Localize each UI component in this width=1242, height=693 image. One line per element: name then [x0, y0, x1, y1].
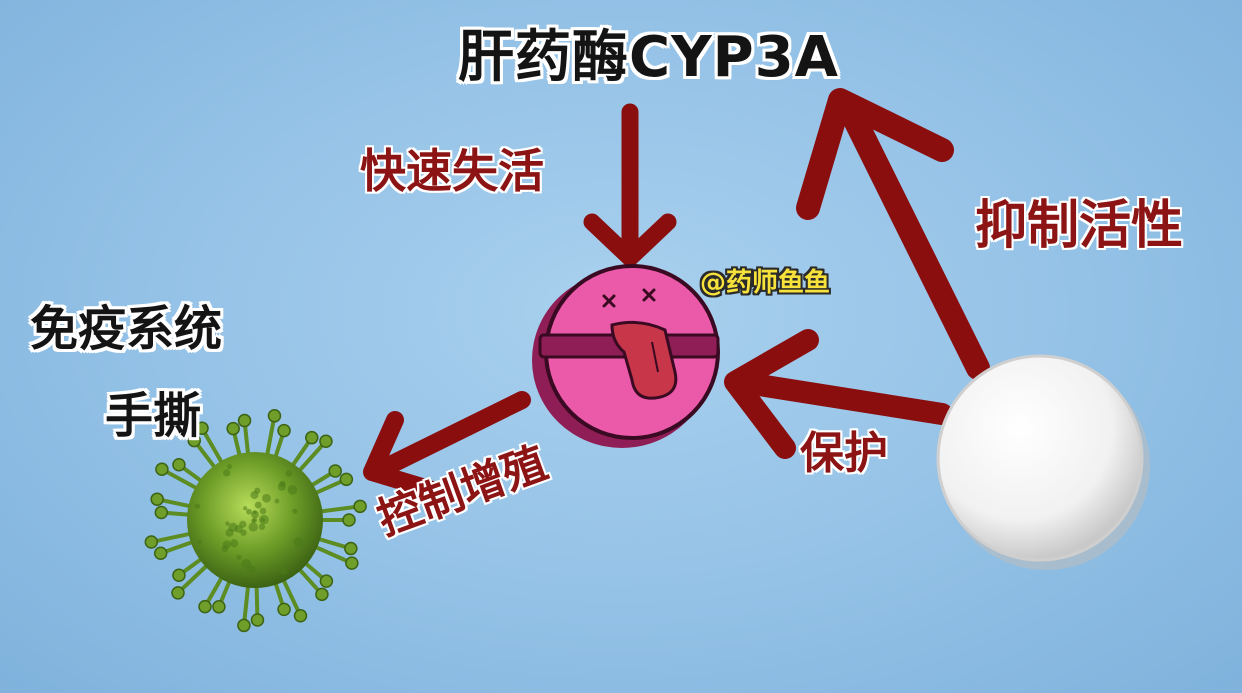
- virus-texture-dot: [252, 518, 257, 523]
- arrow-sphere-to-enzyme: [808, 100, 978, 368]
- virus-spike-tip: [329, 465, 341, 477]
- virus-texture-dot: [262, 494, 271, 503]
- pink-pill-character-icon: [532, 266, 718, 448]
- virus-spike-tip: [346, 557, 358, 569]
- enzyme-label: 肝药酶CYP3A: [458, 30, 839, 86]
- virus-texture-dot: [247, 565, 256, 574]
- virus-texture-dot: [239, 521, 246, 528]
- virus-spike-tip: [145, 536, 157, 548]
- virus-spike-tip: [173, 569, 185, 581]
- watermark-label: @药师鱼鱼: [700, 270, 830, 296]
- virus-texture-dot: [280, 567, 288, 575]
- virus-spike-tip: [340, 473, 352, 485]
- virus-texture-dot: [249, 522, 258, 531]
- virus-texture-dot: [225, 521, 229, 525]
- virus-texture-dot: [275, 499, 280, 504]
- virus-texture-dot: [285, 470, 292, 477]
- virus-texture-dot: [246, 509, 252, 515]
- virus-texture-dot: [294, 537, 304, 547]
- virus-spike-tip: [316, 588, 328, 600]
- virus-texture-dot: [243, 506, 247, 510]
- virus-spike-tip: [294, 610, 306, 622]
- virus-texture-dot: [259, 524, 265, 530]
- virus-spike-tip: [199, 601, 211, 613]
- virus-spike-tip: [268, 410, 280, 422]
- virus-texture-dot: [259, 515, 269, 525]
- virus-spike-tip: [251, 614, 263, 626]
- virus-spike-tip: [151, 493, 163, 505]
- virus-spike-tip: [155, 506, 167, 518]
- virus-texture-dot: [197, 539, 202, 544]
- virus-texture-dot: [223, 469, 230, 476]
- white-sphere-icon: [938, 356, 1150, 570]
- virus-spike-tip: [172, 587, 184, 599]
- virus-spike-tip: [343, 514, 355, 526]
- virus-texture-dot: [260, 508, 267, 515]
- immune-system-label: 免疫系统: [30, 305, 222, 353]
- virus-texture-dot: [254, 488, 260, 494]
- virus-texture-dot: [278, 483, 286, 491]
- virus-spike-tip: [278, 425, 290, 437]
- virus-spike-tip: [227, 423, 239, 435]
- virus-texture-dot: [288, 485, 298, 495]
- virus-spike-tip: [320, 435, 332, 447]
- virus-texture-dot: [251, 511, 259, 519]
- virus-texture-dot: [225, 529, 233, 537]
- virus-texture-dot: [221, 545, 228, 552]
- virus-spike-tip: [320, 575, 332, 587]
- virus-texture-dot: [236, 555, 241, 560]
- arrow-enzyme-to-pill: [592, 112, 668, 258]
- virus-spike-tip: [213, 601, 225, 613]
- virus-texture-dot: [292, 509, 297, 514]
- virus-texture-dot: [309, 535, 314, 540]
- virus-spike-tip: [173, 459, 185, 471]
- rapid-inactivation-label: 快速失活: [360, 148, 544, 194]
- tear-apart-label: 手撕: [105, 392, 201, 440]
- virus-texture-dot: [227, 464, 232, 469]
- virus-texture-dot: [230, 539, 238, 547]
- virus-texture-dot: [195, 503, 201, 509]
- virus-spike-tip: [239, 415, 251, 427]
- virus-spike-tip: [345, 543, 357, 555]
- virus-spike-tip: [354, 500, 366, 512]
- virus-spike-tip: [155, 547, 167, 559]
- protect-label: 保护: [800, 432, 888, 476]
- virus-spike-tip: [156, 463, 168, 475]
- virus-spike-tip: [238, 619, 250, 631]
- virus-texture-dot: [255, 502, 262, 509]
- virus-spike-tip: [278, 603, 290, 615]
- virus-spike-tip: [306, 432, 318, 444]
- inhibit-activity-label: 抑制活性: [975, 200, 1183, 252]
